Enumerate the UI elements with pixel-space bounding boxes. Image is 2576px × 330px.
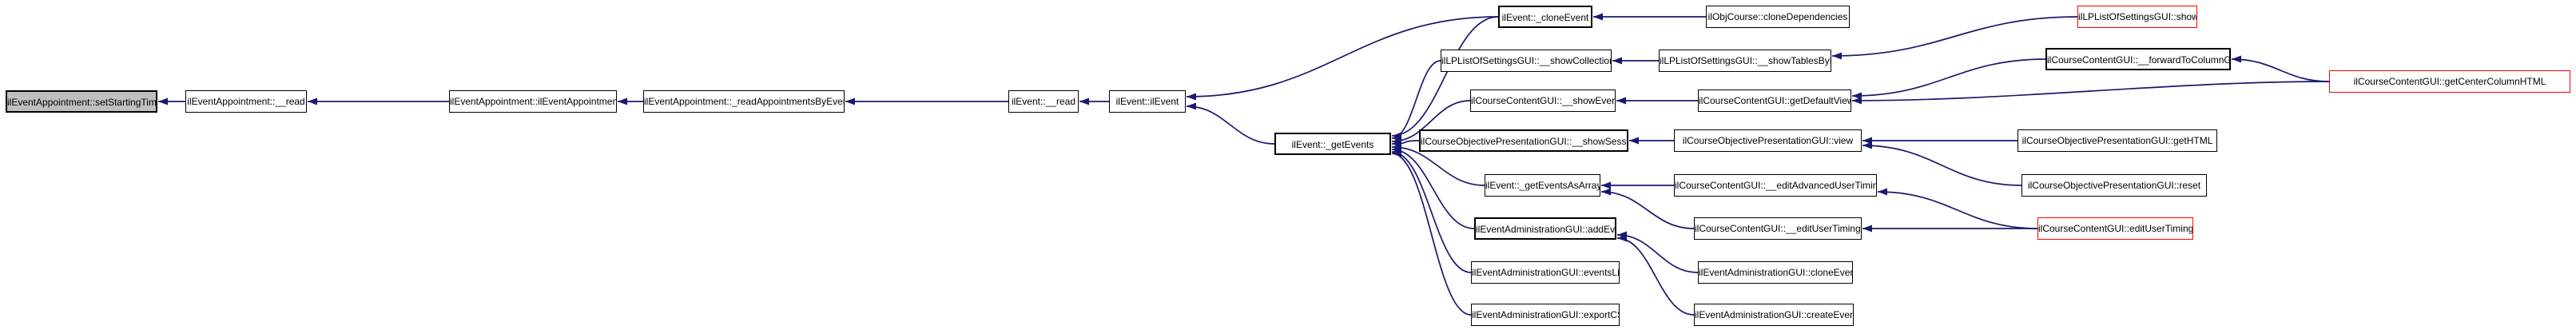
graph-node-get-events-as-array[interactable]: ilEvent::_getEventsAsArray xyxy=(1485,174,1600,197)
graph-node-clone-dependencies[interactable]: ilObjCourse::cloneDependencies xyxy=(1706,6,1850,28)
call-edge-show-collection-table--get-events xyxy=(1391,60,1441,142)
call-edge-edit-user-timings-private--get-events-as-array xyxy=(1600,188,1695,229)
call-edge-clone-event--get-events xyxy=(1391,16,1499,140)
graph-node-get-events[interactable]: ilEvent::_getEvents xyxy=(1274,133,1391,155)
call-edge-get-center-column-html--forward-to-column-gui xyxy=(2231,55,2330,82)
call-edge-get-events--event-ctor xyxy=(1186,102,1275,145)
graph-node-objective-get-html[interactable]: ilCourseObjectivePresentationGUI::getHTM… xyxy=(2017,129,2217,152)
graph-node-edit-user-timings[interactable]: ilCourseContentGUI::editUserTimings xyxy=(2037,217,2193,240)
graph-node-forward-to-column-gui[interactable]: ilCourseContentGUI::__forwardToColumnGUI xyxy=(2045,48,2231,70)
graph-node-get-default-view[interactable]: ilCourseContentGUI::getDefaultView xyxy=(1698,89,1851,112)
graph-node-admin-clone-event[interactable]: ilEventAdministrationGUI::cloneEvent xyxy=(1698,261,1853,284)
graph-node-edit-advanced-user-timings[interactable]: ilCourseContentGUI::__editAdvancedUserTi… xyxy=(1674,174,1877,197)
graph-node-create-event[interactable]: ilEventAdministrationGUI::createEvent xyxy=(1694,304,1854,326)
graph-node-appointment-read[interactable]: ilEventAppointment::__read xyxy=(185,90,307,113)
graph-node-read-appointments-by-event[interactable]: ilEventAppointment::_readAppointmentsByE… xyxy=(643,90,845,113)
call-edge-objective-reset--objective-view xyxy=(1862,141,2022,186)
graph-node-show-events[interactable]: ilCourseContentGUI::__showEvents xyxy=(1470,89,1616,112)
call-edge-forward-to-column-gui--get-default-view xyxy=(1851,58,2046,100)
graph-node-show-tables-by-mode[interactable]: ilLPListOfSettingsGUI::__showTablesByMod… xyxy=(1659,50,1831,72)
graph-node-event-read[interactable]: ilEvent::__read xyxy=(1008,90,1079,113)
graph-node-event-ctor[interactable]: ilEvent::ilEvent xyxy=(1109,90,1186,113)
graph-node-export-csv[interactable]: ilEventAdministrationGUI::exportCSV xyxy=(1471,304,1620,326)
call-edge-edit-user-timings--edit-advanced-user-timings xyxy=(1877,188,2038,229)
call-edge-admin-clone-event--add-event xyxy=(1616,231,1699,273)
graph-node-add-event[interactable]: ilEventAdministrationGUI::addEvent xyxy=(1474,217,1616,240)
graph-node-objective-reset[interactable]: ilCourseObjectivePresentationGUI::reset xyxy=(2021,174,2207,197)
call-edge-get-events-as-array--get-events xyxy=(1391,143,1485,186)
call-edge-lp-settings-show--show-tables-by-mode xyxy=(1831,16,2078,60)
graph-node-edit-user-timings-private[interactable]: ilCourseContentGUI::__editUserTimings xyxy=(1694,217,1862,240)
graph-node-appointment-ctor[interactable]: ilEventAppointment::ilEventAppointment xyxy=(449,90,617,113)
graph-node-lp-settings-show[interactable]: ilLPListOfSettingsGUI::show xyxy=(2077,6,2197,28)
call-edge-add-event--get-events xyxy=(1391,145,1475,229)
call-edge-show-events--get-events xyxy=(1391,100,1471,145)
call-edge-events-list--get-events xyxy=(1391,148,1472,273)
call-edge-get-center-column-html--get-default-view xyxy=(1851,81,2330,105)
graph-node-get-center-column-html[interactable]: ilCourseContentGUI::getCenterColumnHTML xyxy=(2329,70,2570,93)
call-edge-create-event--add-event xyxy=(1616,234,1695,316)
graph-node-show-collection-table[interactable]: ilLPListOfSettingsGUI::__showCollectionT… xyxy=(1441,50,1612,72)
call-edge-export-csv--get-events xyxy=(1391,149,1472,316)
graph-node-set-starting-time: ilEventAppointment::setStartingTime xyxy=(6,90,157,113)
graph-node-show-sessions[interactable]: ilCourseObjectivePresentationGUI::__show… xyxy=(1419,129,1628,152)
graph-node-objective-view[interactable]: ilCourseObjectivePresentationGUI::view xyxy=(1674,129,1862,152)
call-edge-clone-event--event-ctor xyxy=(1186,16,1499,101)
graph-node-clone-event[interactable]: ilEvent::_cloneEvent xyxy=(1498,6,1592,28)
graph-node-events-list[interactable]: ilEventAdministrationGUI::eventsList xyxy=(1471,261,1620,284)
